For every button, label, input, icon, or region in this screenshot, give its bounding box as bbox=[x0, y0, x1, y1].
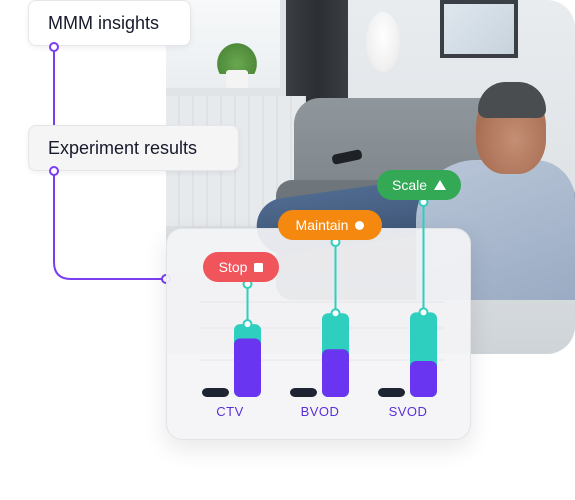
bar-baseline-bvod bbox=[290, 388, 317, 397]
bar-measured-ctv bbox=[234, 338, 261, 397]
mmm-insights-card: MMM insights bbox=[28, 0, 191, 46]
man-hair bbox=[478, 82, 546, 118]
experiment-results-label: Experiment results bbox=[48, 138, 198, 158]
plant-pot bbox=[226, 70, 248, 88]
stop-tag: Stop bbox=[203, 252, 279, 282]
stop-tag-label: Stop bbox=[218, 259, 248, 275]
plant-leaves bbox=[214, 40, 260, 74]
circle-icon bbox=[355, 220, 365, 230]
mmm-insights-label: MMM insights bbox=[48, 13, 160, 33]
wall-frame bbox=[440, 0, 518, 58]
bar-measured-bvod bbox=[322, 349, 349, 397]
connector-node-middle bbox=[49, 166, 59, 176]
lamp bbox=[366, 12, 400, 72]
bar-measured-svod bbox=[410, 361, 437, 397]
category-label-ctv: CTV bbox=[216, 404, 244, 419]
connector-node-top bbox=[49, 42, 59, 52]
stem-bottom-dot-svod bbox=[418, 307, 429, 318]
curtain bbox=[286, 0, 348, 110]
bar-baseline-ctv bbox=[202, 388, 229, 397]
experiment-results-card: Experiment results bbox=[28, 125, 239, 171]
category-label-bvod: BVOD bbox=[300, 404, 340, 419]
stem-bottom-dot-ctv bbox=[242, 319, 253, 330]
scale-tag-label: Scale bbox=[391, 177, 428, 193]
scale-tag: Scale bbox=[377, 170, 461, 200]
bar-baseline-svod bbox=[378, 388, 405, 397]
square-icon bbox=[254, 262, 264, 272]
connector-bottom bbox=[53, 171, 166, 280]
maintain-tag-label: Maintain bbox=[295, 217, 349, 233]
triangle-up-icon bbox=[434, 180, 447, 190]
stem-bottom-dot-bvod bbox=[330, 308, 341, 319]
maintain-tag: Maintain bbox=[278, 210, 382, 240]
category-label-svod: SVOD bbox=[388, 404, 428, 419]
